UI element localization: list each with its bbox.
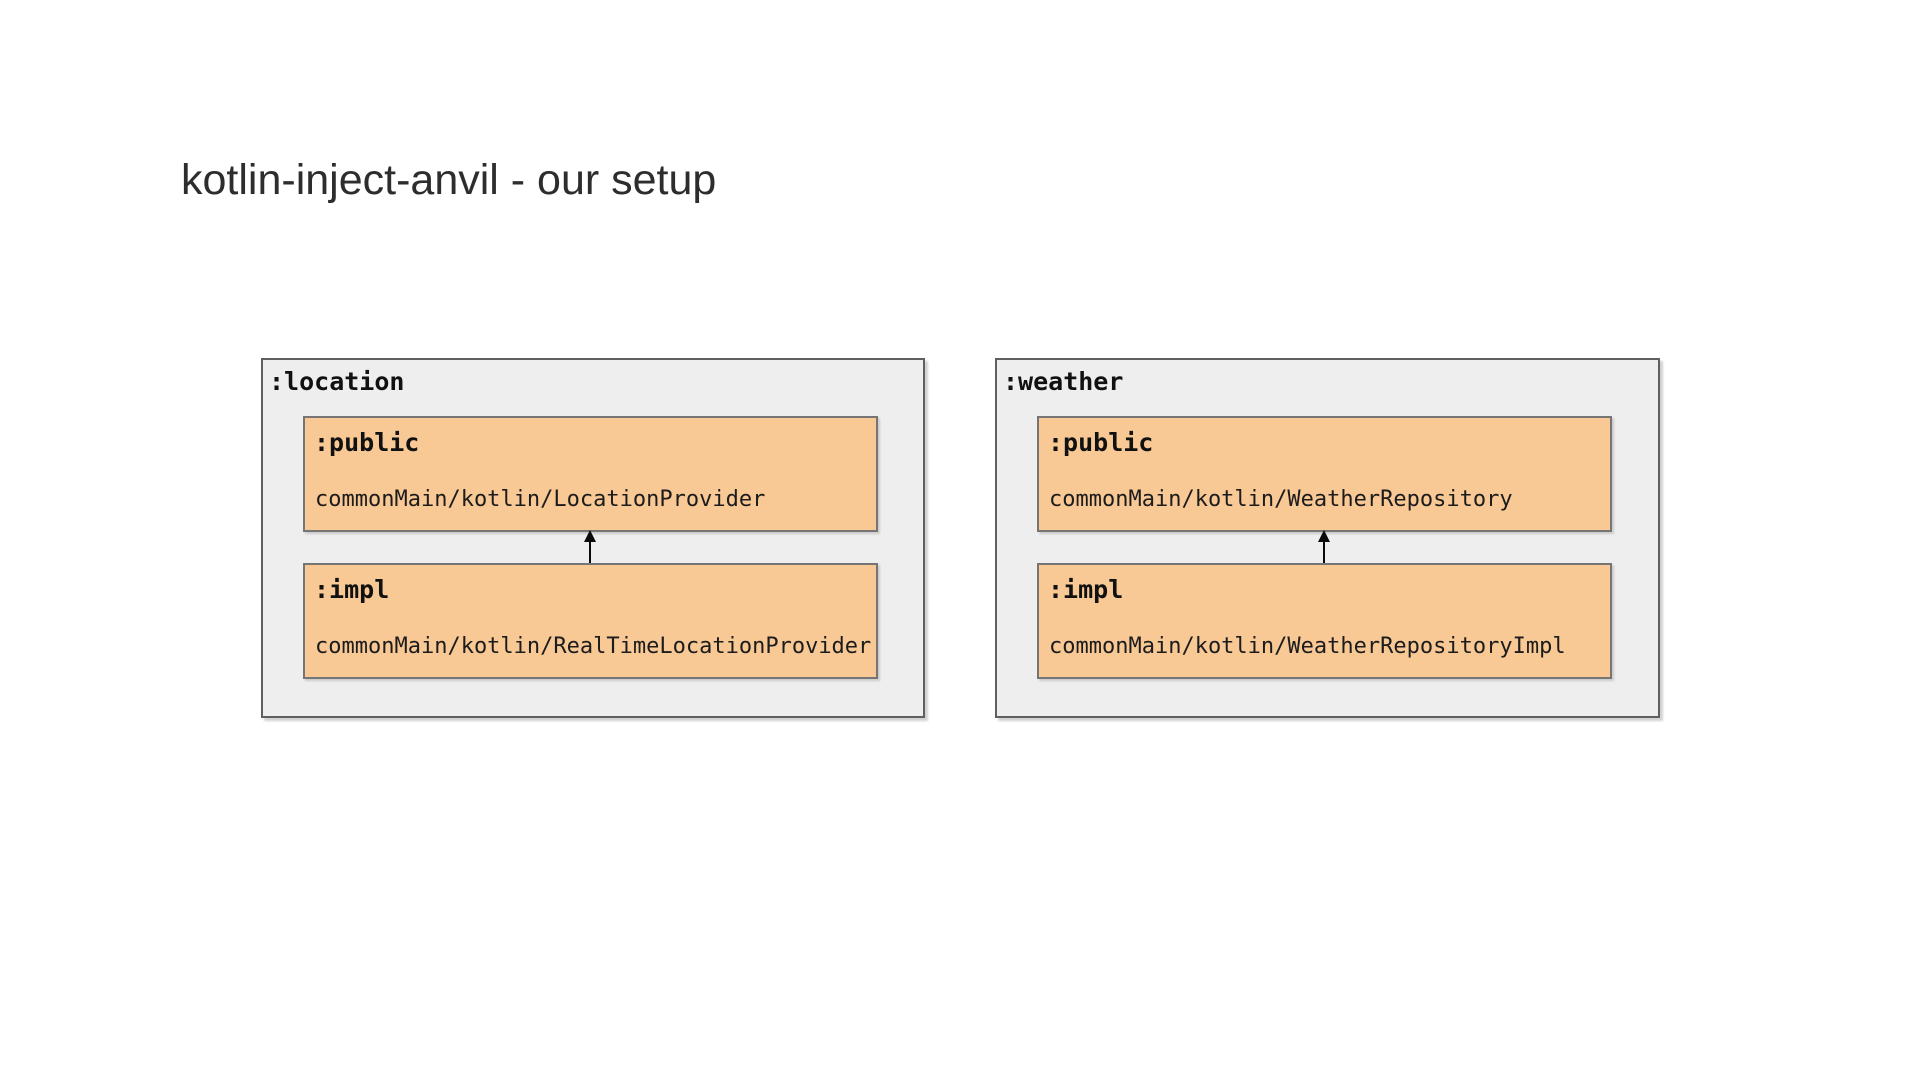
module-location-label: :location: [269, 367, 405, 396]
submodule-weather-public-box: :public commonMain/kotlin/WeatherReposit…: [1037, 416, 1612, 532]
submodule-impl-path: commonMain/kotlin/WeatherRepositoryImpl: [1049, 634, 1566, 659]
submodule-location-public-box: :public commonMain/kotlin/LocationProvid…: [303, 416, 878, 532]
module-weather-label: :weather: [1003, 367, 1124, 396]
submodule-public-label: :public: [1048, 428, 1154, 457]
arrow-head: [584, 530, 596, 542]
submodule-impl-path: commonMain/kotlin/RealTimeLocationProvid…: [315, 634, 872, 659]
arrow-head: [1318, 530, 1330, 542]
arrow-up-icon: [584, 530, 596, 563]
submodule-public-label: :public: [314, 428, 420, 457]
submodule-location-impl-box: :impl commonMain/kotlin/RealTimeLocation…: [303, 563, 878, 679]
submodule-public-path: commonMain/kotlin/WeatherRepository: [1049, 487, 1513, 512]
submodule-weather-impl-box: :impl commonMain/kotlin/WeatherRepositor…: [1037, 563, 1612, 679]
submodule-impl-label: :impl: [1048, 575, 1124, 604]
module-weather-box: :weather :public commonMain/kotlin/Weath…: [995, 358, 1660, 718]
arrow-line: [1323, 542, 1325, 563]
arrow-line: [589, 542, 591, 563]
arrow-up-icon: [1318, 530, 1330, 563]
module-location-box: :location :public commonMain/kotlin/Loca…: [261, 358, 925, 718]
submodule-impl-label: :impl: [314, 575, 390, 604]
submodule-public-path: commonMain/kotlin/LocationProvider: [315, 487, 766, 512]
page-title: kotlin-inject-anvil - our setup: [181, 156, 717, 204]
